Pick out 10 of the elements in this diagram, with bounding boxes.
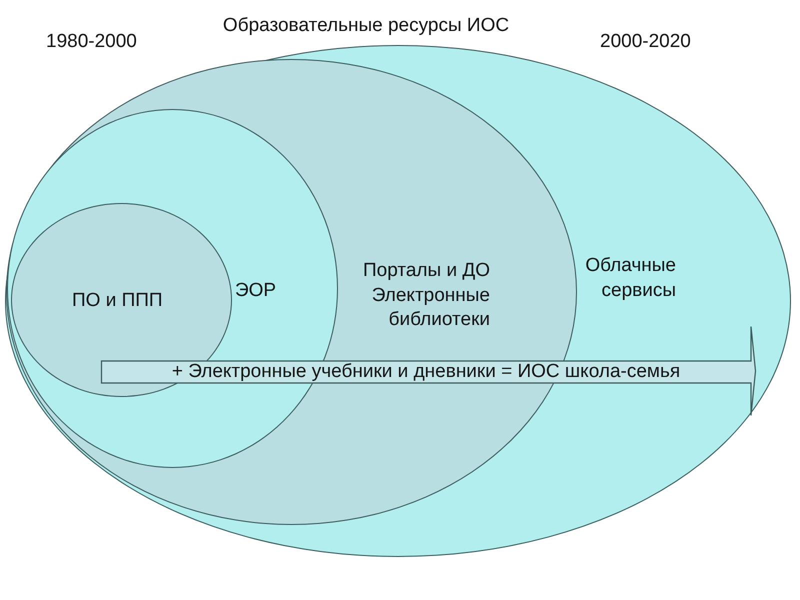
region-label: Облачные сервисы [585, 254, 676, 303]
block-arrow [101, 326, 756, 416]
period-label: 2000-2020 [600, 30, 691, 54]
period-label: 1980-2000 [46, 30, 137, 54]
region-label: ЭОР [235, 279, 276, 303]
diagram-title: Образовательные ресурсы ИОС [222, 14, 510, 38]
region-label: Порталы и ДО [363, 259, 490, 283]
region-label: ПО и ППП [72, 289, 163, 313]
region-label: Электронные библиотеки [372, 284, 490, 332]
arrow-label: + Электронные учебники и дневники = ИОС школа-семья [172, 361, 680, 383]
